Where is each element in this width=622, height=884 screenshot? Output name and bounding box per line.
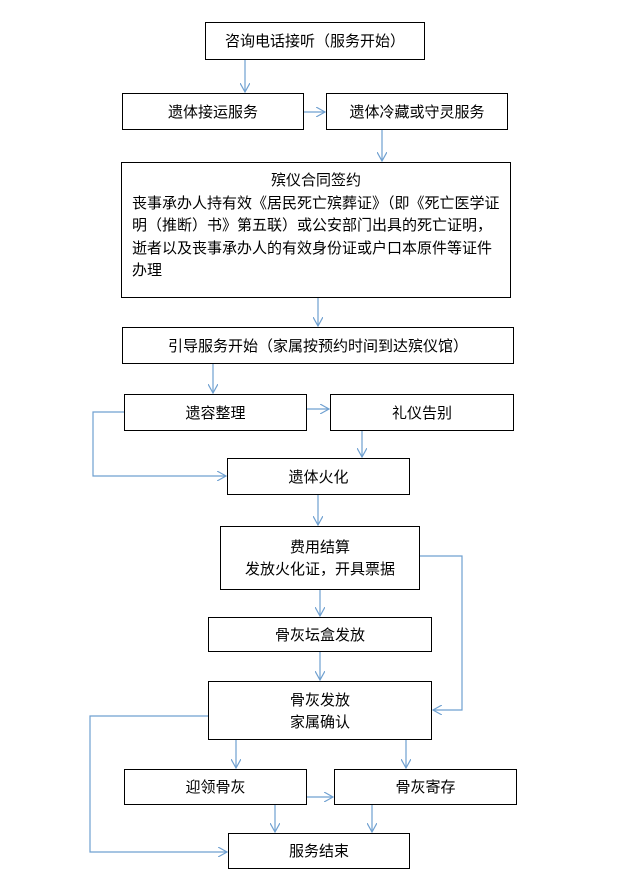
node-label: 礼仪告别 <box>391 403 452 422</box>
node-label: 引导服务开始（家属按预约时间到达殡仪馆） <box>167 336 468 355</box>
arrow <box>89 715 227 852</box>
node-makeup: 遗容整理 <box>124 394 307 431</box>
node-urn: 骨灰坛盒发放 <box>208 617 432 652</box>
node-label: 骨灰坛盒发放 <box>274 625 365 644</box>
node-transport: 遗体接运服务 <box>122 93 304 130</box>
node-contract: 殡仪合同签约 丧事承办人持有效《居民死亡殡葬证》（即《死亡医学证明（推断）书》第… <box>121 162 511 298</box>
node-start: 咨询电话接听（服务开始） <box>205 22 425 60</box>
node-storage: 骨灰寄存 <box>334 769 517 805</box>
arrow <box>92 411 226 476</box>
node-label: 遗体冷藏或守灵服务 <box>349 102 485 121</box>
contract-title: 殡仪合同签约 <box>270 171 361 189</box>
node-ash-release: 骨灰发放 家属确认 <box>208 681 432 740</box>
node-end: 服务结束 <box>228 833 410 869</box>
node-label: 发放火化证，开具票据 <box>244 560 395 578</box>
node-label: 遗容整理 <box>185 403 246 422</box>
node-label: 咨询电话接听（服务开始） <box>224 32 405 50</box>
node-label: 遗体接运服务 <box>167 102 258 121</box>
node-guide: 引导服务开始（家属按预约时间到达殡仪馆） <box>122 327 514 364</box>
node-cold-storage: 遗体冷藏或守灵服务 <box>326 93 508 130</box>
node-label: 服务结束 <box>288 842 349 860</box>
arrow <box>420 555 463 710</box>
node-label: 骨灰发放 <box>289 690 350 709</box>
contract-body: 丧事承办人持有效《居民死亡殡葬证》（即《死亡医学证明（推断）书》第五联）或公安部… <box>132 193 500 280</box>
node-fee: 费用结算 发放火化证，开具票据 <box>220 526 420 590</box>
node-farewell: 礼仪告别 <box>330 394 514 431</box>
node-label: 骨灰寄存 <box>395 778 456 796</box>
node-label: 迎领骨灰 <box>185 778 246 796</box>
node-label: 遗体火化 <box>288 467 349 486</box>
node-pickup: 迎领骨灰 <box>124 769 307 805</box>
node-label: 家属确认 <box>289 712 350 731</box>
node-label: 费用结算 <box>289 538 350 556</box>
node-cremation: 遗体火化 <box>227 458 410 495</box>
